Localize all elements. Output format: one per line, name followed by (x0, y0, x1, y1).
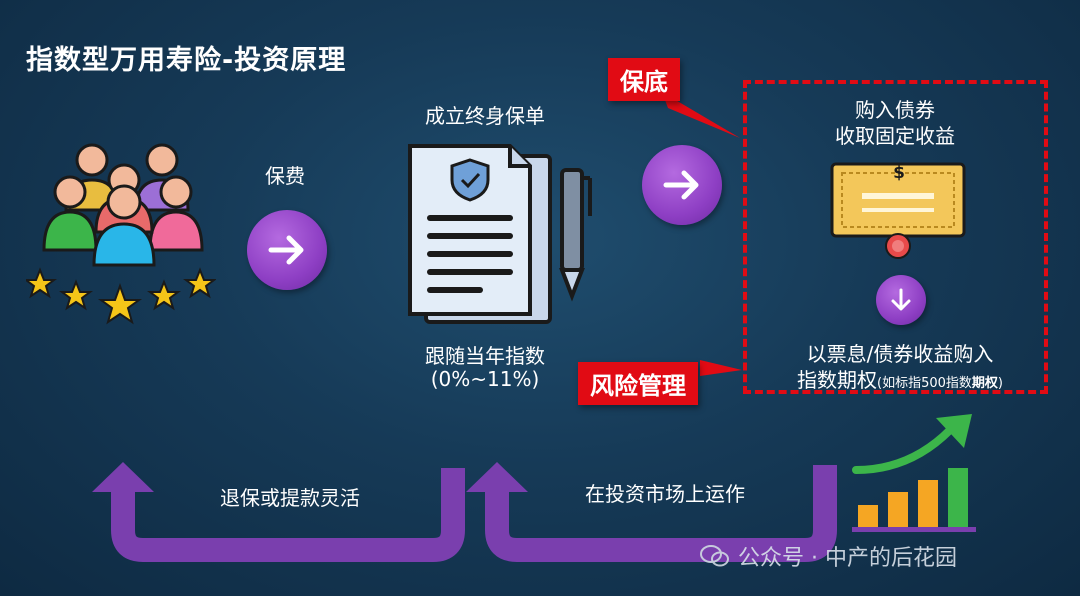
bond-dollar-symbol: $ (893, 163, 905, 183)
wechat-icon (700, 545, 729, 567)
guarantee-tag: 保底 (608, 58, 680, 101)
page-title: 指数型万用寿险-投资原理 (26, 45, 347, 76)
watermark: 公众号 · 中产的后花园 (700, 540, 957, 572)
option-label-line1: 以票息/债券收益购入 (806, 342, 994, 366)
arrow-right-icon (642, 145, 722, 225)
growth-chart-icon (852, 414, 976, 532)
premium-label: 保费 (265, 164, 305, 188)
bond-certificate-icon (830, 162, 966, 259)
option-label-note-bold: 期权 (971, 376, 998, 391)
market-label: 在投资市场上运作 (585, 482, 745, 506)
policy-document-icon (408, 144, 592, 324)
policy-title: 成立终身保单 (425, 104, 545, 128)
people-group-icon (26, 143, 216, 325)
arrow-down-icon (876, 275, 926, 325)
surrender-label: 退保或提款灵活 (220, 486, 360, 510)
option-label-main: 指数期权 (797, 368, 877, 392)
bond-label-line2: 收取固定收益 (835, 124, 955, 148)
policy-follow-label: 跟随当年指数 (425, 344, 545, 368)
option-label-line2: 指数期权(如标指500指数期权) (760, 364, 1040, 393)
policy-range-label: (0%~11%) (430, 367, 540, 391)
bond-label-line1: 购入债券 (855, 98, 935, 122)
guarantee-dashed-box (743, 80, 1048, 394)
option-label-note: (如标指500指数 (877, 376, 972, 391)
option-label-note-suffix: ) (997, 376, 1003, 391)
arrow-right-icon (247, 210, 327, 290)
risk-management-tag: 风险管理 (578, 362, 698, 405)
watermark-text: 公众号 · 中产的后花园 (738, 546, 957, 571)
